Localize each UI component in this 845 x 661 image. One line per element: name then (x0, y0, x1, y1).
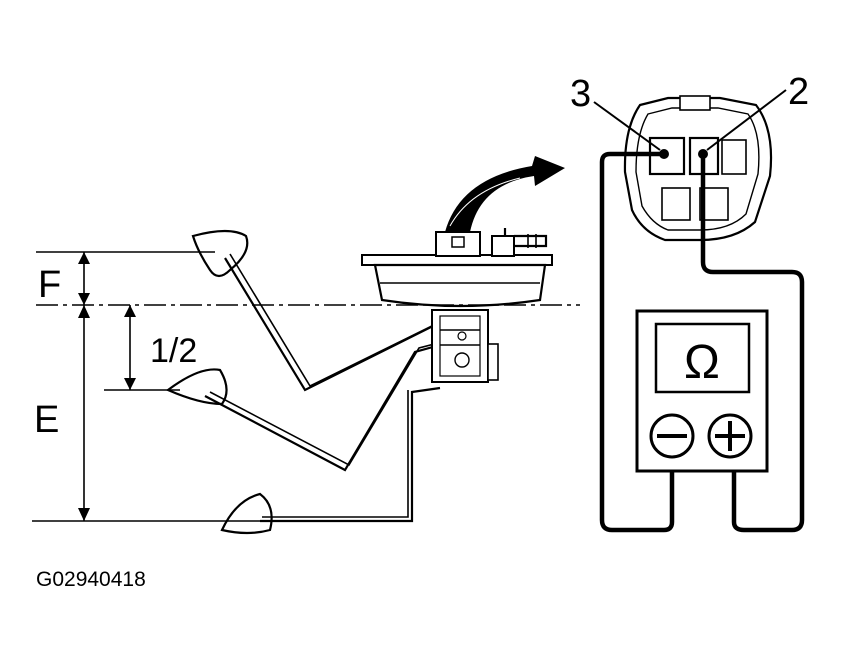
ohmmeter: Ω (635, 309, 769, 473)
empty-label: E (34, 399, 59, 441)
dimension-arrows (78, 252, 136, 521)
float-arm-empty (220, 386, 441, 535)
curved-arrow (445, 156, 565, 232)
half-label: 1/2 (150, 332, 197, 370)
figure-code: G02940418 (36, 568, 146, 591)
meter-leads (599, 151, 805, 533)
terminal-2-label: 2 (788, 71, 809, 113)
terminal-3-label: 3 (570, 73, 591, 115)
fuel-sender-unit (361, 228, 553, 383)
full-label: F (38, 264, 61, 306)
ohm-symbol: Ω (684, 336, 720, 389)
connector (623, 95, 773, 242)
level-lines (32, 251, 580, 522)
float-arm-half (165, 341, 443, 472)
float-arm-full (191, 229, 441, 392)
